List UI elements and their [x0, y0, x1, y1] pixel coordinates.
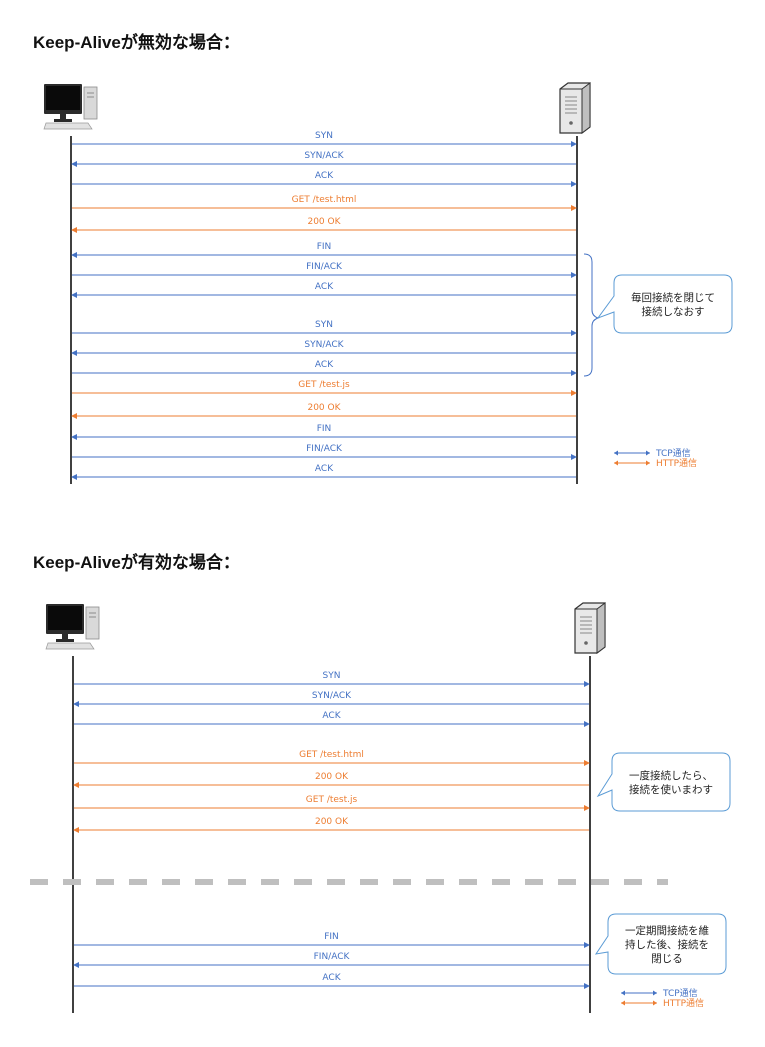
- message-label: GET /test.js: [298, 380, 350, 390]
- message-arrow: GET /test.html: [74, 750, 590, 766]
- message-arrow: ACK: [72, 360, 577, 376]
- legend-tcp-label: TCP通信: [662, 987, 698, 999]
- message-label: FIN/ACK: [306, 262, 343, 272]
- client-computer-icon: [43, 84, 98, 130]
- server-icon: [559, 82, 591, 134]
- message-label: GET /test.html: [299, 750, 364, 760]
- message-label: ACK: [315, 360, 334, 370]
- message-label: ACK: [315, 171, 334, 181]
- message-label: FIN: [317, 424, 332, 434]
- callout-text: 一定期間接続を維: [625, 924, 709, 937]
- legend-http-label: HTTP通信: [663, 997, 704, 1009]
- message-label: ACK: [315, 282, 334, 292]
- message-arrow: 200 OK: [73, 772, 589, 788]
- message-label: SYN/ACK: [304, 340, 344, 350]
- message-arrow: 200 OK: [73, 817, 589, 833]
- callout-text: 毎回接続を閉じて: [631, 291, 715, 304]
- legend-http-label: HTTP通信: [656, 457, 697, 469]
- callout-text: 持した後、接続を: [625, 938, 709, 951]
- message-label: SYN: [315, 131, 333, 141]
- message-label: 200 OK: [315, 817, 349, 827]
- message-arrow: FIN/ACK: [72, 444, 577, 460]
- message-arrow: GET /test.html: [72, 195, 577, 211]
- section1-title: Keep-Aliveが無効な場合：: [33, 33, 240, 52]
- reconnect-brace: [583, 253, 600, 377]
- message-arrow: FIN: [71, 242, 576, 258]
- message-arrow: ACK: [71, 282, 576, 298]
- message-label: GET /test.js: [306, 795, 358, 805]
- sequence-diagram-keepalive-on: SYN SYN/ACK ACK GET /test.html 200 OK GET /te…: [30, 602, 731, 1013]
- message-label: SYN/ACK: [304, 151, 344, 161]
- message-label: ACK: [315, 464, 334, 474]
- message-arrow: ACK: [72, 171, 577, 187]
- sequence-diagram-keepalive-off: SYN SYN/ACK ACK GET /test.html 200 OK FIN FIN/…: [43, 82, 733, 484]
- message-arrow: SYN/ACK: [71, 151, 576, 167]
- message-arrow: SYN: [72, 320, 577, 336]
- message-label: FIN/ACK: [314, 952, 351, 962]
- message-label: FIN: [324, 932, 339, 942]
- callout-bubble: 一度接続したら、接続を使いまわす: [596, 752, 731, 812]
- message-arrow: ACK: [74, 711, 590, 727]
- client-computer-icon: [45, 604, 100, 650]
- message-arrow: ACK: [74, 973, 590, 989]
- callout-text: 一度接続したら、: [629, 769, 713, 782]
- message-label: ACK: [322, 711, 341, 721]
- message-label: SYN: [315, 320, 333, 330]
- message-label: 200 OK: [307, 403, 341, 413]
- callout-text: 接続を使いまわす: [629, 783, 713, 796]
- message-arrow: SYN/ACK: [73, 691, 589, 707]
- message-arrow: SYN/ACK: [71, 340, 576, 356]
- message-arrow: FIN: [74, 932, 590, 948]
- message-arrow: FIN: [71, 424, 576, 440]
- message-arrow: FIN/ACK: [73, 952, 589, 968]
- message-arrow: GET /test.js: [72, 380, 577, 396]
- message-label: GET /test.html: [292, 195, 357, 205]
- message-arrow: 200 OK: [71, 403, 576, 419]
- callout-text: 接続しなおす: [642, 305, 705, 318]
- section2-title: Keep-Aliveが有効な場合：: [33, 553, 240, 572]
- message-arrow: SYN: [72, 131, 577, 147]
- message-label: SYN/ACK: [312, 691, 352, 701]
- message-arrow: 200 OK: [71, 217, 576, 233]
- message-label: ACK: [322, 973, 341, 983]
- message-label: 200 OK: [307, 217, 341, 227]
- message-arrow: SYN: [74, 671, 590, 687]
- legend-tcp-label: TCP通信: [655, 447, 691, 459]
- message-arrow: FIN/ACK: [72, 262, 577, 278]
- message-label: 200 OK: [315, 772, 349, 782]
- message-arrow: GET /test.js: [74, 795, 590, 811]
- message-label: SYN: [323, 671, 341, 681]
- message-arrow: ACK: [71, 464, 576, 480]
- callout-text: 閉じる: [651, 953, 683, 965]
- message-label: FIN: [317, 242, 332, 252]
- message-label: FIN/ACK: [306, 444, 343, 454]
- server-icon: [574, 602, 606, 654]
